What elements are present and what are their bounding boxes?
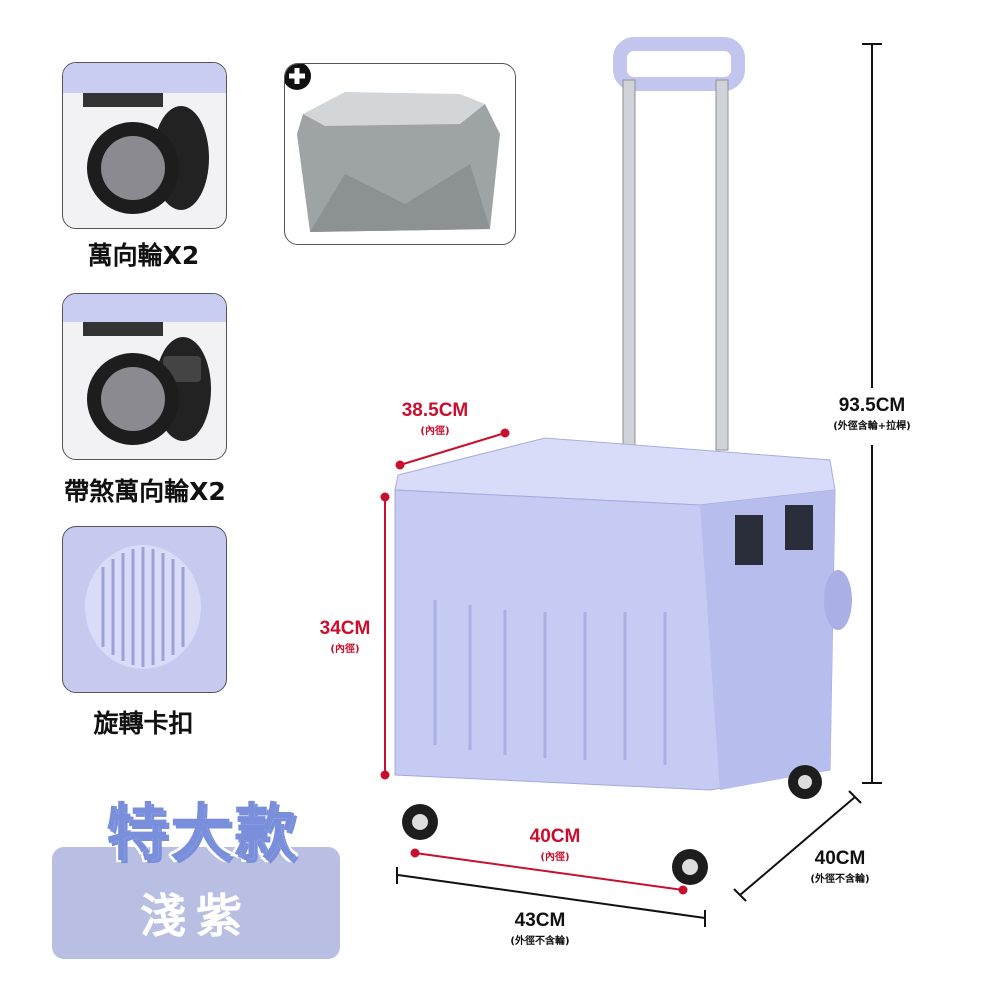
rotary-clasp-icon bbox=[85, 545, 201, 669]
feature-label-clasp: 旋轉卡扣 bbox=[93, 709, 194, 738]
dimension-lines-black bbox=[396, 43, 882, 927]
dim-outer-depth: 40CM (外徑不含輪) bbox=[810, 848, 870, 885]
liner-bag-thumbnail bbox=[284, 63, 516, 245]
dim-inner-depth: 38.5CM (內徑) bbox=[401, 400, 469, 437]
swivel-wheel-icon bbox=[63, 63, 226, 214]
plus-icon bbox=[285, 64, 311, 90]
swivel-wheel-thumbnail bbox=[62, 62, 227, 229]
telescopic-handle bbox=[613, 37, 745, 451]
dimension-lines-red bbox=[380, 428, 688, 895]
dim-inner-height: 34CM (內徑) bbox=[319, 618, 371, 655]
badge-color-name: 淺紫 bbox=[140, 889, 252, 943]
brake-wheel-thumbnail bbox=[62, 293, 227, 460]
rotary-clasp-thumbnail bbox=[62, 526, 227, 693]
badge-title: 特大款 bbox=[104, 795, 298, 871]
feature-label-swivel: 萬向輪X2 bbox=[87, 241, 200, 270]
brake-wheel-icon bbox=[63, 294, 226, 445]
feature-label-brake: 帶煞萬向輪X2 bbox=[64, 477, 226, 506]
dim-outer-width: 43CM (外徑不含輪) bbox=[510, 910, 570, 947]
wheels bbox=[402, 765, 822, 885]
dim-total-height: 93.5CM (外徑含輪+拉桿) bbox=[833, 395, 911, 432]
color-badge bbox=[52, 847, 340, 959]
cart-body bbox=[394, 437, 852, 791]
dim-inner-width: 40CM (內徑) bbox=[529, 826, 581, 863]
liner-bag-image bbox=[297, 92, 500, 232]
